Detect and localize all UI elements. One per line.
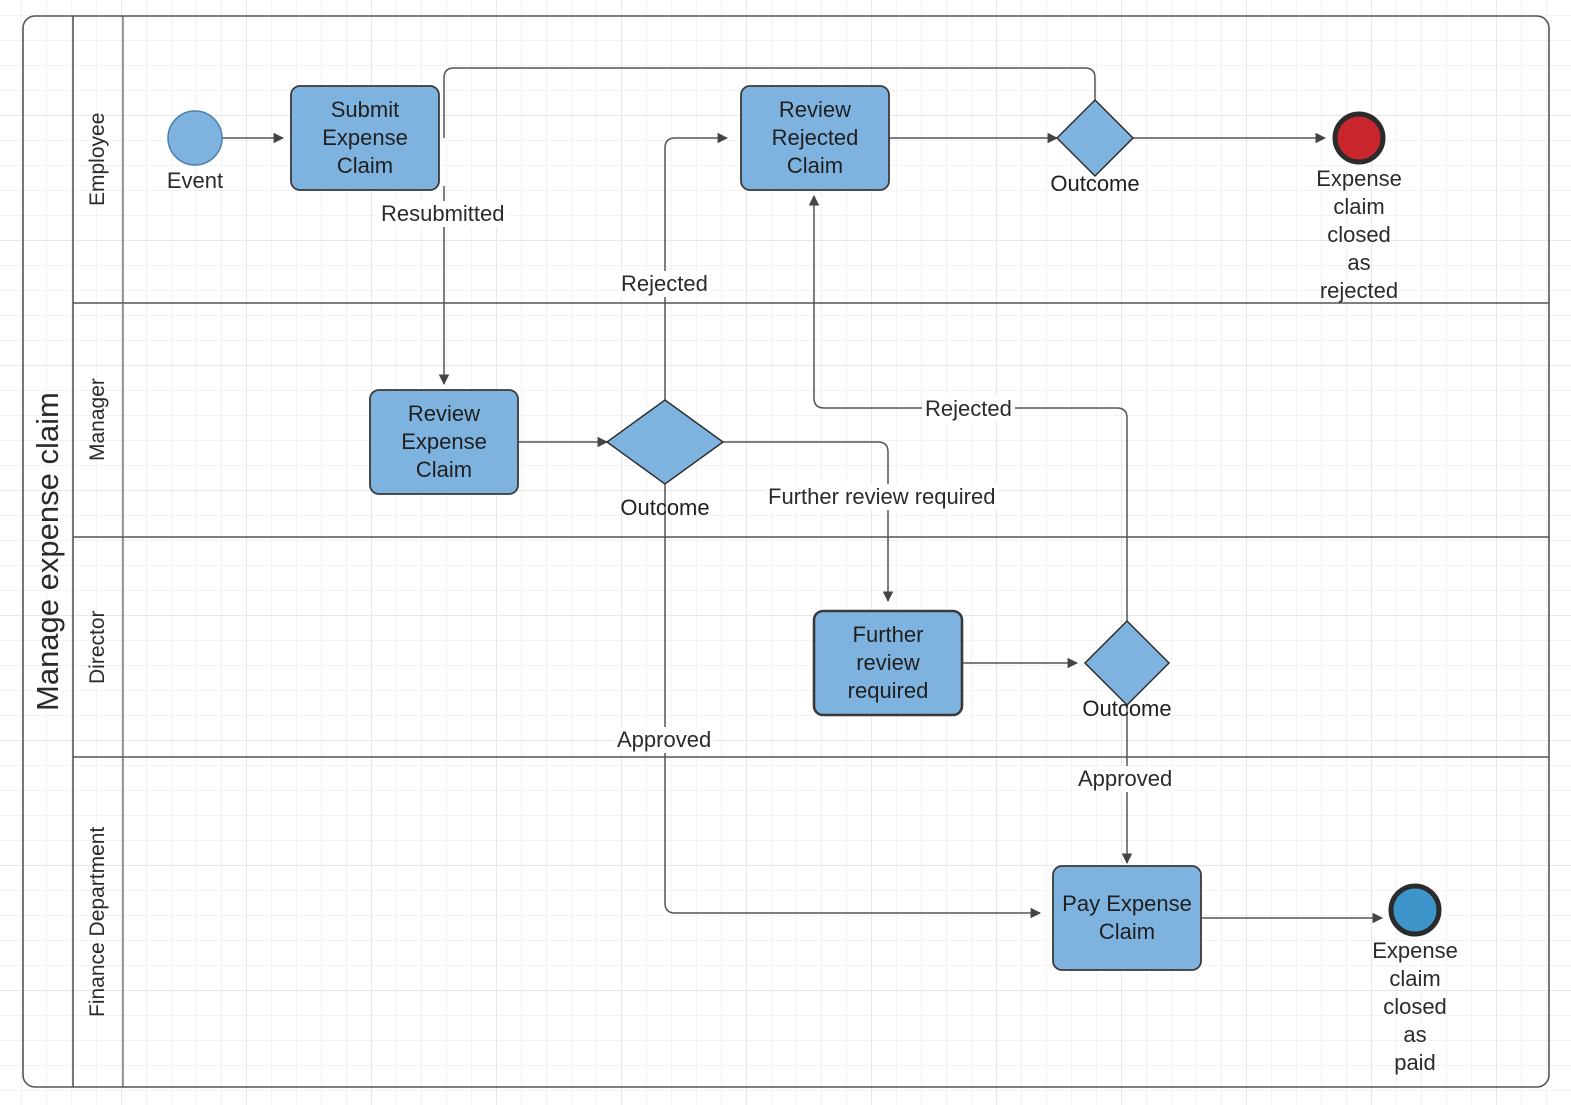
edge-manager-further-review xyxy=(723,441,894,603)
edge-label-approved-from-manager: Approved xyxy=(614,727,715,753)
start-event-circle[interactable] xyxy=(167,110,223,166)
end-event-paid[interactable] xyxy=(1388,883,1442,937)
task-further-review-required[interactable] xyxy=(812,609,964,717)
edge-employee-outcome-resubmitted-loop xyxy=(443,67,1096,138)
gateway-manager-outcome[interactable] xyxy=(605,399,725,485)
lane-title-manager: Manager xyxy=(86,378,109,462)
lane-dividers xyxy=(73,302,1549,758)
edge-label-resubmitted: Resubmitted xyxy=(378,201,508,227)
task-pay-expense-claim[interactable] xyxy=(1052,865,1202,971)
task-label-further-review-required: Further review required xyxy=(847,622,929,703)
pool-outline xyxy=(22,15,1550,1088)
edge-label-further-review-required: Further review required xyxy=(765,484,999,510)
gateway-director-outcome[interactable] xyxy=(1083,619,1171,707)
gateway-label-employee-outcome: Outcome xyxy=(1050,171,1140,196)
edge-label-rejected-from-director: Rejected xyxy=(922,396,1015,422)
lane-title-finance: Finance Department xyxy=(86,826,109,1018)
end-event-rejected-caption: Expense claim closed as rejected xyxy=(1316,166,1402,303)
gateway-label-director-outcome: Outcome xyxy=(1082,696,1172,721)
task-review-rejected-claim[interactable] xyxy=(740,85,890,191)
task-label-review-expense-claim: Review Expense Claim xyxy=(401,401,487,482)
end-event-rejected[interactable] xyxy=(1332,111,1386,165)
task-label-pay-expense-claim: Pay Expense Claim xyxy=(1062,891,1192,944)
edge-label-approved-from-director: Approved xyxy=(1075,766,1176,792)
gateway-label-manager-outcome: Outcome xyxy=(620,495,710,520)
start-event-caption: Event xyxy=(166,168,224,193)
task-label-review-rejected-claim: Review Rejected Claim xyxy=(771,97,859,178)
edge-manager-rejected-to-review-rejected xyxy=(664,132,729,400)
task-submit-expense-claim[interactable] xyxy=(290,85,440,191)
pool-title: Manage expense claim xyxy=(30,392,65,711)
gateway-employee-outcome[interactable] xyxy=(1055,98,1135,178)
lane-title-employee: Employee xyxy=(86,112,109,207)
task-review-expense-claim[interactable] xyxy=(369,389,519,495)
edge-label-rejected-from-manager: Rejected xyxy=(618,271,711,297)
end-event-paid-caption: Expense claim closed as paid xyxy=(1372,938,1458,1075)
lane-title-director: Director xyxy=(86,610,109,684)
task-label-submit-expense-claim: Submit Expense Claim xyxy=(322,97,408,178)
edge-manager-approved-to-pay xyxy=(664,484,1042,919)
